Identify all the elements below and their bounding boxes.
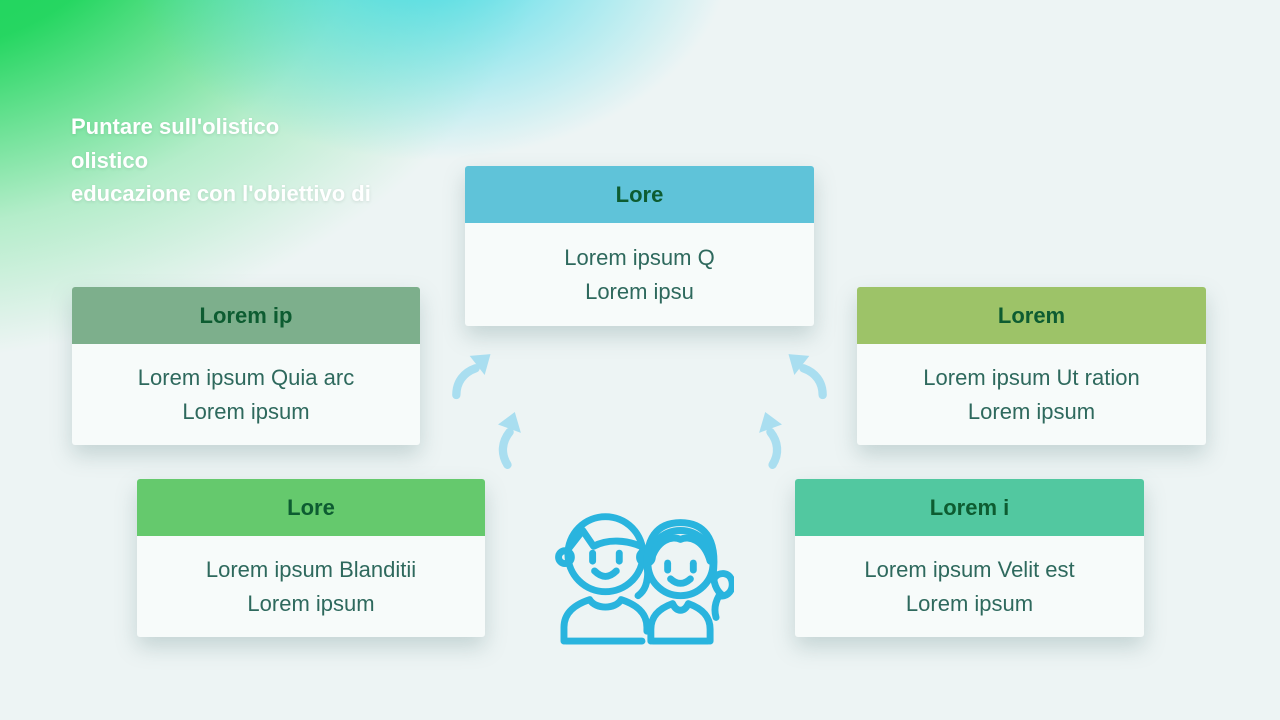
slide-title-line-3: educazione con l'obiettivo di xyxy=(71,181,371,206)
card-top-header: Lore xyxy=(465,166,814,223)
curved-arrow-up-left-icon xyxy=(781,350,831,400)
card-right-title: Lorem xyxy=(997,302,1066,328)
slide-title-line-1: Puntare sull'olistico xyxy=(71,114,280,139)
card-left: Lorem ip Lorem ipsum Quia arc Lorem ipsu… xyxy=(72,287,420,445)
curved-arrow-up-icon xyxy=(477,405,546,474)
card-bottom-left-header: Lore xyxy=(137,479,485,536)
curved-arrow-up-right-icon xyxy=(448,350,498,400)
card-bottom-right-header: Lorem i xyxy=(795,479,1144,536)
card-right-header: Lorem xyxy=(857,287,1206,344)
card-bottom-left-body-line-1: Lorem ipsum Blanditii xyxy=(205,556,417,582)
card-left-title: Lorem ip xyxy=(199,302,293,328)
two-children-icon xyxy=(555,513,734,645)
card-bottom-left-body-line-2: Lorem ipsum xyxy=(247,590,375,616)
card-top-body: Lorem ipsum Q Lorem ipsu xyxy=(465,223,814,326)
card-bottom-left: Lore Lorem ipsum Blanditii Lorem ipsum xyxy=(137,479,485,637)
card-left-body: Lorem ipsum Quia arc Lorem ipsum xyxy=(72,344,420,445)
card-left-body-line-2: Lorem ipsum xyxy=(182,398,310,424)
card-left-body-line-1: Lorem ipsum Quia arc xyxy=(137,364,355,390)
card-right-body: Lorem ipsum Ut ration Lorem ipsum xyxy=(857,344,1206,445)
card-right-body-line-1: Lorem ipsum Ut ration xyxy=(923,364,1140,390)
card-bottom-left-title: Lore xyxy=(287,494,335,520)
card-left-header: Lorem ip xyxy=(72,287,420,344)
card-bottom-right-body-line-2: Lorem ipsum xyxy=(905,590,1034,616)
card-top-title: Lore xyxy=(615,181,664,207)
card-bottom-right-body: Lorem ipsum Velit est Lorem ipsum xyxy=(795,536,1144,637)
slide-title: Puntare sull'olistico olistico educazion… xyxy=(71,110,501,211)
card-bottom-right: Lorem i Lorem ipsum Velit est Lorem ipsu… xyxy=(795,479,1144,637)
card-top-body-line-1: Lorem ipsum Q xyxy=(564,244,715,270)
card-right: Lorem Lorem ipsum Ut ration Lorem ipsum xyxy=(857,287,1206,445)
slide-title-line-2: olistico xyxy=(71,147,149,173)
two-children-strokes xyxy=(555,513,734,645)
curved-arrow-up-icon xyxy=(735,405,804,474)
card-bottom-right-body-line-1: Lorem ipsum Velit est xyxy=(864,556,1075,582)
card-bottom-left-body: Lorem ipsum Blanditii Lorem ipsum xyxy=(137,536,485,637)
card-top-body-line-2: Lorem ipsu xyxy=(585,278,694,304)
card-top: Lore Lorem ipsum Q Lorem ipsu xyxy=(465,166,814,326)
card-right-body-line-2: Lorem ipsum xyxy=(967,398,1096,424)
card-bottom-right-title: Lorem i xyxy=(929,494,1010,520)
